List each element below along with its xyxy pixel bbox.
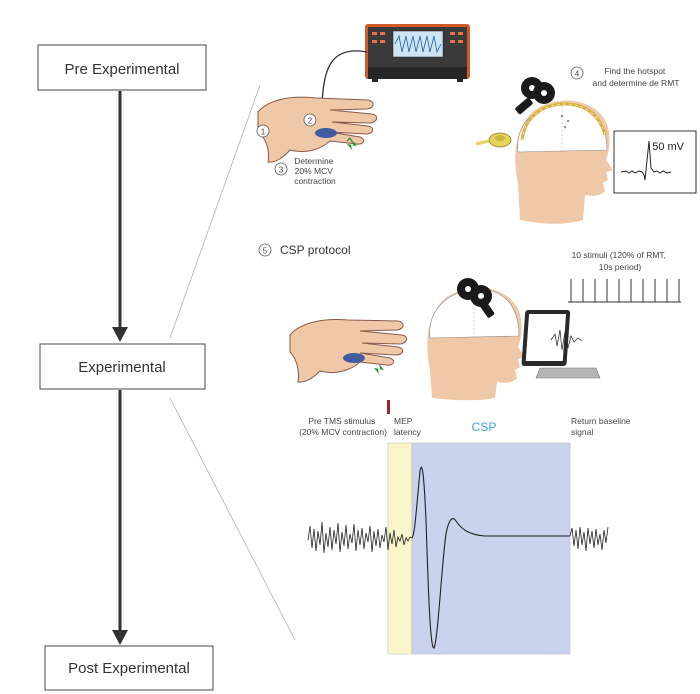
laptop-icon: [521, 310, 601, 379]
experimental-box: [39, 343, 206, 390]
pre-experimental-label: Pre Experimental: [64, 61, 179, 78]
post-experimental-box: [44, 645, 214, 691]
step-3-label: Determine 20% MCV contraction: [294, 156, 336, 186]
emg-noise-pre: [307, 521, 413, 554]
tms-coil-stage2: [457, 278, 495, 318]
step-3-number: 3: [279, 166, 284, 175]
hand-stage2: [289, 319, 408, 383]
mep-window: [387, 442, 413, 655]
head-stage2: [427, 287, 525, 401]
step-2-number: 2: [308, 117, 313, 126]
mep-waveform: [411, 466, 570, 649]
emg-device: [365, 24, 470, 82]
csp-window: [411, 442, 571, 655]
emg-noise-post: [569, 526, 609, 552]
stim-marker: [387, 400, 390, 414]
experimental-label: Experimental: [78, 359, 166, 376]
pre-experimental-box: [37, 44, 207, 91]
arrow-down-icon: [112, 630, 128, 645]
baseline-label: Return baseline signal: [571, 416, 633, 437]
head-stage1: [515, 100, 613, 224]
step-5-label: CSP protocol: [280, 243, 350, 257]
hand-stage1: [257, 96, 378, 163]
csp-label: CSP: [472, 420, 497, 434]
emg-amplitude-readout: 50 mV: [652, 141, 684, 153]
arrow-down-icon: [112, 327, 128, 342]
tms-coil-stage1: [515, 77, 555, 115]
flow-column: Pre Experimental Experimental Post Exper…: [37, 44, 214, 691]
measuring-tape-icon: [475, 132, 512, 148]
mep-readout-box: 50 mV: [613, 130, 697, 194]
step-1-number: 1: [261, 128, 266, 137]
mep-latency-label: MEP latency: [394, 416, 422, 437]
zoom-guides: [169, 84, 296, 641]
stimuli-label: 10 stimuli (120% of RMT, 10s period): [572, 250, 669, 272]
step-4-label: Find the hotspot and determine de RMT: [593, 66, 680, 88]
post-experimental-label: Post Experimental: [68, 660, 190, 677]
step-5-number: 5: [263, 247, 268, 256]
pre-tms-label: Pre TMS stimulus (20% MCV contraction): [299, 416, 387, 437]
step-4-number: 4: [575, 70, 580, 79]
stimulus-train: [568, 279, 681, 303]
